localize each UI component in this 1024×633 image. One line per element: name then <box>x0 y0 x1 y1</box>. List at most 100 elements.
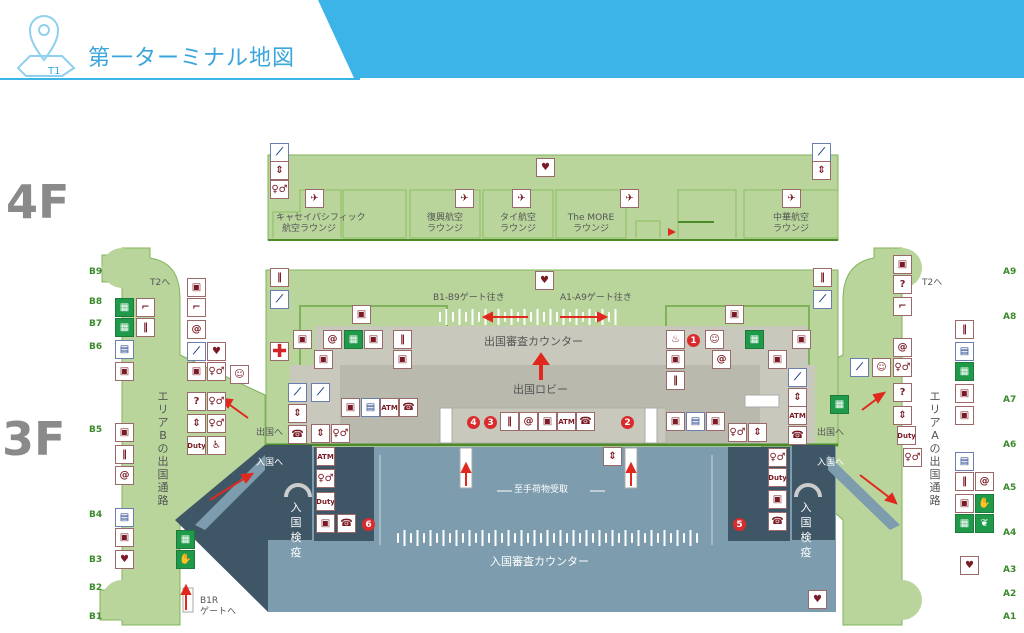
nursing-icon[interactable]: ☺ <box>705 330 724 349</box>
internet-icon[interactable]: @ <box>187 320 206 339</box>
photo-icon[interactable]: ▦ <box>745 330 764 349</box>
restroom-icon[interactable]: ♀♂ <box>768 448 787 467</box>
nursing-icon[interactable]: ☺ <box>230 365 249 384</box>
internet-icon[interactable]: @ <box>519 412 538 431</box>
shop-icon[interactable]: ▣ <box>187 278 206 297</box>
gate-b3[interactable]: B3 <box>89 555 103 565</box>
gate-a7[interactable]: A7 <box>1003 395 1017 405</box>
lounge-thai[interactable]: タイ航空ラウンジ <box>499 213 536 234</box>
marker-2[interactable]: 2 <box>621 416 634 429</box>
shop-icon[interactable]: ▣ <box>341 398 360 417</box>
shop-icon[interactable]: ▣ <box>955 406 974 425</box>
dutyfree-icon[interactable]: Duty <box>768 468 787 487</box>
escalator-icon[interactable]: ⟋ <box>187 342 206 361</box>
book-icon[interactable]: ▤ <box>955 342 974 361</box>
photo-icon[interactable]: ▦ <box>955 514 974 533</box>
escalator-icon[interactable]: ⟋ <box>813 290 832 309</box>
shop-icon[interactable]: ▣ <box>768 490 787 509</box>
shop-icon[interactable]: ▣ <box>187 362 206 381</box>
internet-icon[interactable]: @ <box>712 350 731 369</box>
gate-a9[interactable]: A9 <box>1003 267 1017 277</box>
shop-icon[interactable]: ▣ <box>768 350 787 369</box>
atm-icon[interactable]: ATM <box>316 447 335 466</box>
smoking-icon[interactable]: ⌐ <box>187 298 206 317</box>
gate-a4[interactable]: A4 <box>1003 528 1017 538</box>
marker-5[interactable]: 5 <box>733 518 746 531</box>
internet-icon[interactable]: @ <box>323 330 342 349</box>
lounge-cathay[interactable]: キャセイパシフィック航空ラウンジ <box>276 213 366 234</box>
shop-icon[interactable]: ▣ <box>352 305 371 324</box>
smoking-icon[interactable]: ⌐ <box>136 298 155 317</box>
aed-icon[interactable]: ♥ <box>808 590 827 609</box>
gate-a1[interactable]: A1 <box>1003 612 1017 622</box>
gate-a3[interactable]: A3 <box>1003 565 1017 575</box>
photo-icon[interactable]: ▦ <box>115 298 134 317</box>
gate-a6[interactable]: A6 <box>1003 440 1017 450</box>
phone-icon[interactable]: ☎ <box>399 398 418 417</box>
restroom-icon[interactable]: ♀♂ <box>893 358 912 377</box>
aed-icon[interactable]: ♥ <box>207 342 226 361</box>
escalator-icon[interactable]: ⟋ <box>270 290 289 309</box>
shop-icon[interactable]: ▣ <box>316 514 335 533</box>
elevator-icon[interactable]: ⇕ <box>603 447 622 466</box>
photo-icon[interactable]: ▦ <box>115 318 134 337</box>
aed-icon[interactable]: ♥ <box>536 158 555 177</box>
massage-icon[interactable]: ♨ <box>666 330 685 349</box>
escalator-icon[interactable]: ⟋ <box>288 383 307 402</box>
gate-b9[interactable]: B9 <box>89 267 103 277</box>
photo-icon[interactable]: ▦ <box>830 395 849 414</box>
lounge-icon[interactable]: ✈ <box>512 189 531 208</box>
gate-b2[interactable]: B2 <box>89 583 103 593</box>
shop-icon[interactable]: ▣ <box>115 528 134 547</box>
elevator-icon[interactable]: ⇕ <box>288 404 307 423</box>
marker-1[interactable]: 1 <box>687 334 700 347</box>
lounge-icon[interactable]: ✈ <box>455 189 474 208</box>
restaurant-icon[interactable]: ‖ <box>115 445 134 464</box>
restaurant-icon[interactable]: ‖ <box>813 268 832 287</box>
photo-icon[interactable]: ▦ <box>344 330 363 349</box>
info-icon[interactable]: ? <box>893 383 912 402</box>
restaurant-icon[interactable]: ‖ <box>136 318 155 337</box>
shop-icon[interactable]: ▣ <box>706 412 725 431</box>
restaurant-icon[interactable]: ‖ <box>955 320 974 339</box>
escalator-icon[interactable]: ⟋ <box>812 143 831 162</box>
elevator-icon[interactable]: ⇕ <box>893 406 912 425</box>
lounge-uni-air[interactable]: 復興航空ラウンジ <box>426 213 463 234</box>
internet-icon[interactable]: @ <box>975 472 994 491</box>
smoking-icon[interactable]: ⌐ <box>893 297 912 316</box>
wheelchair-icon[interactable]: ♿ <box>207 436 226 455</box>
restroom-icon[interactable]: ♀♂ <box>316 469 335 488</box>
restaurant-icon[interactable]: ‖ <box>393 330 412 349</box>
shop-icon[interactable]: ▣ <box>725 305 744 324</box>
atm-icon[interactable]: ATM <box>380 398 399 417</box>
lounge-china-airlines[interactable]: 中華航空ラウンジ <box>772 213 809 234</box>
book-icon[interactable]: ▤ <box>115 340 134 359</box>
elevator-icon[interactable]: ⇕ <box>270 161 289 180</box>
lounge-icon[interactable]: ✈ <box>782 189 801 208</box>
elevator-icon[interactable]: ⇕ <box>748 423 767 442</box>
shop-icon[interactable]: ▣ <box>538 412 557 431</box>
gate-b8[interactable]: B8 <box>89 297 103 307</box>
shop-icon[interactable]: ▣ <box>955 494 974 513</box>
aed-icon[interactable]: ♥ <box>115 550 134 569</box>
escalator-icon[interactable]: ⟋ <box>270 143 289 162</box>
elevator-icon[interactable]: ⇕ <box>187 414 206 433</box>
photo-icon[interactable]: ▦ <box>955 362 974 381</box>
aed-icon[interactable]: ♥ <box>535 271 554 290</box>
info-icon[interactable]: ? <box>893 275 912 294</box>
shop-icon[interactable]: ▣ <box>115 423 134 442</box>
aed-icon[interactable]: ♥ <box>960 556 979 575</box>
book-icon[interactable]: ▤ <box>115 508 134 527</box>
dutyfree-icon[interactable]: Duty <box>897 426 916 445</box>
butterfly-icon[interactable]: ❦ <box>975 514 994 533</box>
phone-icon[interactable]: ☎ <box>768 512 787 531</box>
restroom-icon[interactable]: ♀♂ <box>903 448 922 467</box>
dutyfree-icon[interactable]: Duty <box>316 492 335 511</box>
gate-b6[interactable]: B6 <box>89 342 103 352</box>
shop-icon[interactable]: ▣ <box>364 330 383 349</box>
lounge-icon[interactable]: ✈ <box>305 189 324 208</box>
internet-icon[interactable]: @ <box>893 338 912 357</box>
gate-b5[interactable]: B5 <box>89 425 103 435</box>
restroom-icon[interactable]: ♀♂ <box>331 424 350 443</box>
atm-icon[interactable]: ATM <box>788 406 807 425</box>
